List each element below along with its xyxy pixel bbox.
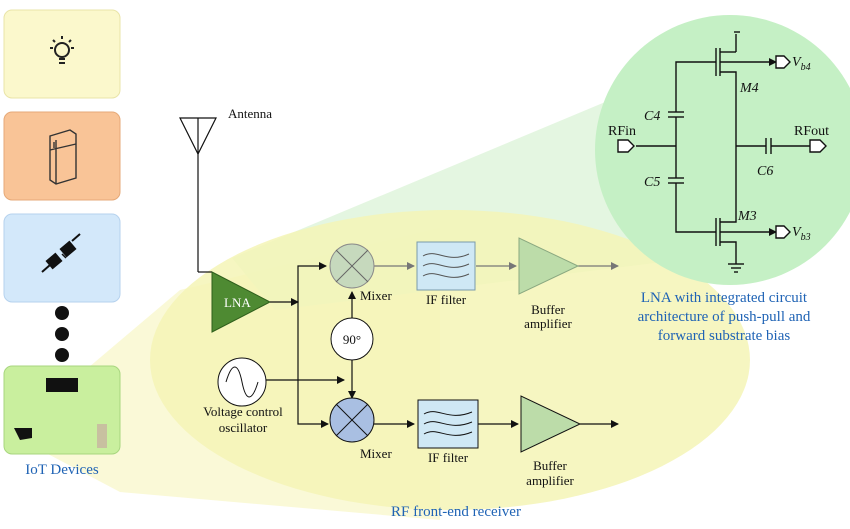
vco-label-line1: Voltage control [203,404,283,419]
m3-label: M3 [737,209,757,224]
lna-block: LNA [211,271,272,333]
rfin-port-icon [617,139,635,153]
vb4-main: V [792,55,802,70]
more-devices-dots [55,306,69,362]
device-chip-card [3,365,121,455]
plug-icon [41,233,81,273]
c6-label: C6 [757,164,773,179]
rfout-label: RFout [794,124,829,139]
antenna-symbol [179,117,217,273]
receiver-ellipse [150,210,750,510]
buffer-top-line2: amplifier [524,316,572,331]
device-fridge-card [3,111,121,201]
phase-shifter-label: 90° [343,332,361,347]
vco-block [217,357,267,407]
c5-label: C5 [644,175,660,190]
if-filter-top-label: IF filter [426,292,467,307]
buffer-bottom-line2: amplifier [526,473,574,488]
m4-label: M4 [739,81,759,96]
vb3-main: V [792,225,802,240]
chip-body-icon [46,378,78,392]
chip-corner-icon [14,428,32,440]
vco-label-line2: oscillator [219,420,268,435]
lna-schematic [636,31,810,273]
rfout-port-icon [809,139,827,153]
if-filter-bottom-label: IF filter [428,450,469,465]
chip-pin-icon [97,424,107,448]
buffer-amp-bottom [520,395,582,453]
vb3-sub: b3 [801,232,811,243]
device-plug-card [3,213,121,303]
refrigerator-icon [49,129,77,185]
lna-caption-line1: LNA with integrated circuit [641,290,808,306]
if-filter-top [416,241,476,291]
mixer-bottom [329,397,375,443]
signal-wires [266,262,619,428]
light-bulb-icon [50,36,74,64]
phase-shifter: 90° [330,317,374,361]
lna-caption-line2: architecture of push-pull and [638,309,811,325]
vb4-port-icon [775,55,791,69]
mixer-top-label: Mixer [360,288,392,303]
vb4-label: Vb4 [792,55,811,73]
vb3-label: Vb3 [792,225,811,243]
rfin-label: RFin [608,124,636,139]
vb3-port-icon [775,225,791,239]
device-bulb-card [3,9,121,99]
mixer-bottom-label: Mixer [360,446,392,461]
vb4-sub: b4 [801,62,811,73]
buffer-bottom-line1: Buffer [533,458,567,473]
mixer-top [329,243,375,289]
receiver-caption: RF front-end receiver [391,504,521,520]
iot-devices-caption: IoT Devices [25,462,99,478]
antenna-label: Antenna [228,106,272,121]
c4-label: C4 [644,109,660,124]
lna-detail-circle [595,15,850,285]
buffer-top-line1: Buffer [531,302,565,317]
lna-caption-line3: forward substrate bias [658,328,791,344]
buffer-amp-top [518,237,580,295]
if-filter-bottom [417,399,479,449]
lna-block-label: LNA [224,295,251,310]
